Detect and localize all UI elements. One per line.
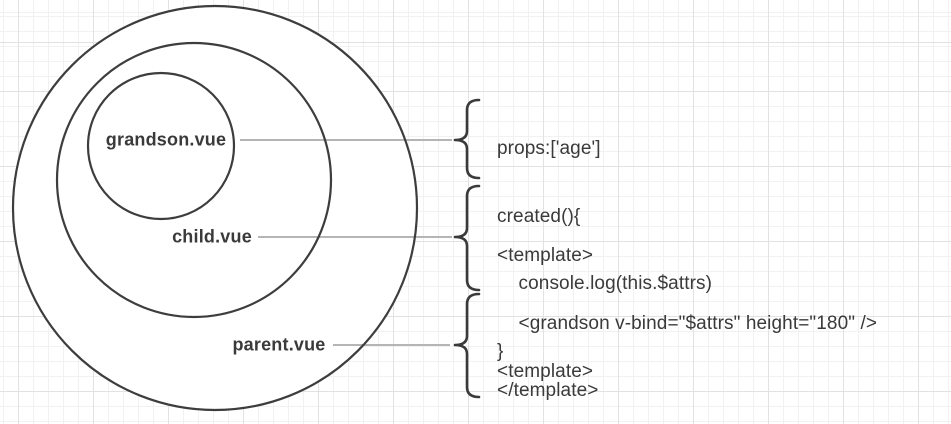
code-line: <template> (497, 361, 594, 382)
code-line: </template> (497, 380, 599, 401)
circle-grandson (86, 71, 236, 221)
circle-label-child: child.vue (172, 226, 252, 247)
code-line: created(){ (497, 205, 581, 227)
circle-parent-fill (13, 6, 417, 410)
brace-grandson (453, 98, 481, 180)
circle-label-parent: parent.vue (232, 334, 326, 355)
code-line: <grandson v-bind="$attrs" height="180" /… (497, 312, 878, 334)
brace-child (453, 184, 481, 292)
code-line: props:['age'] (497, 138, 601, 159)
code-line: } (497, 340, 504, 362)
code-block-child: <template> <grandson v-bind="$attrs" hei… (497, 200, 877, 424)
circle-label-grandson: grandson.vue (105, 129, 227, 150)
code-line: console.log(this.$attrs) (497, 273, 713, 294)
code-line: <template> (497, 245, 594, 266)
circle-parent (11, 4, 419, 412)
brace-parent (453, 292, 481, 399)
code-block-grandson: props:['age'] created(){ console.log(thi… (497, 93, 712, 408)
code-block-parent: <template> <child name="Joe" age="20" ge… (497, 316, 911, 424)
circle-child (55, 41, 333, 319)
